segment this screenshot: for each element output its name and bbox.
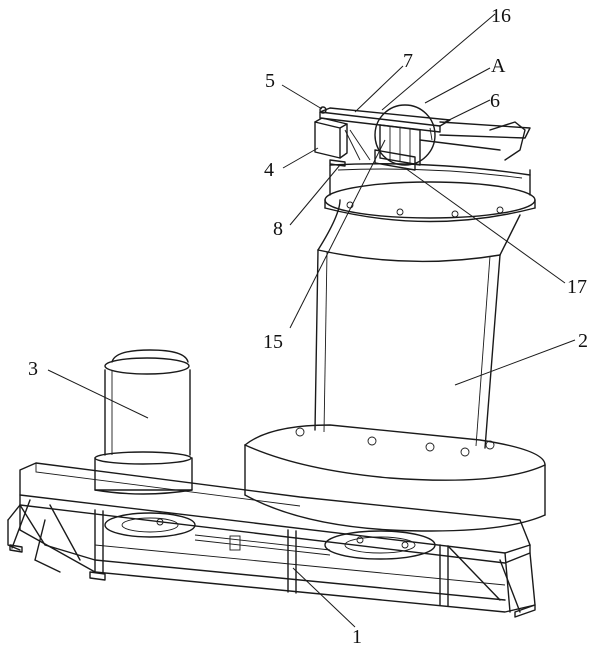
lower-housing — [244, 424, 546, 532]
top-assembly — [314, 104, 531, 171]
leader-lines — [47, 13, 576, 628]
callout-4: 4 — [264, 159, 274, 181]
callout-1: 1 — [352, 626, 362, 648]
motor — [94, 349, 193, 495]
callout-labels: 1 2 3 4 5 6 7 8 15 16 17 A — [28, 5, 588, 648]
callout-7: 7 — [403, 50, 413, 72]
callout-2: 2 — [578, 330, 588, 352]
base-frame — [7, 462, 536, 618]
callout-6: 6 — [490, 90, 500, 112]
main-column — [314, 199, 521, 449]
callout-3: 3 — [28, 358, 38, 380]
callout-A: A — [491, 55, 506, 77]
callout-15: 15 — [263, 331, 283, 353]
callout-5: 5 — [265, 70, 275, 92]
callout-16: 16 — [491, 5, 511, 27]
callout-8: 8 — [273, 218, 283, 240]
callout-17: 17 — [567, 276, 587, 298]
flange-ring — [324, 163, 536, 223]
